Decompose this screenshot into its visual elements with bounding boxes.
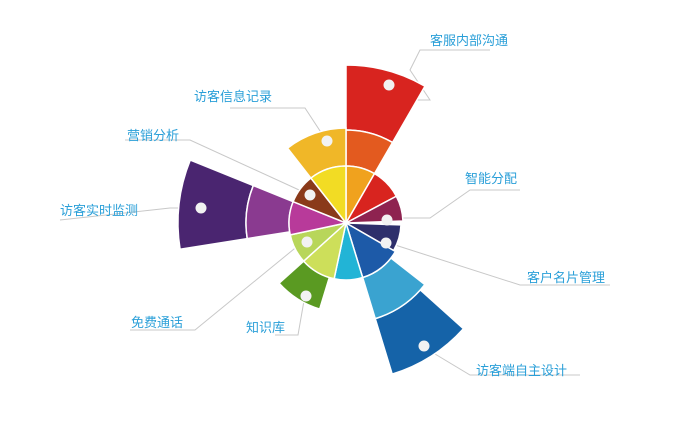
marker-dot [380,237,392,249]
label-zhishiku: 知识库 [246,321,286,336]
marker-dot [195,202,207,214]
leader-line [230,107,327,141]
label-fangkeduan: 访客端自主设计 [476,364,568,379]
label-yingxiao: 营销分析 [127,129,180,144]
marker-dot [383,79,395,91]
label-xinxi: 访客信息记录 [194,90,273,105]
label-kefu: 客服内部沟通 [430,34,509,49]
leader-line [391,243,610,286]
label-zhineng: 智能分配 [465,172,518,187]
sector-jiance-outer [177,159,255,251]
marker-dot [418,340,430,352]
marker-dot [300,290,312,302]
leader-line [275,294,306,336]
label-kehu: 客户名片管理 [527,271,606,286]
sector-xinxi-inner [309,165,347,226]
marker-dot [304,189,316,201]
marker-dot [381,214,393,226]
leader-line [125,139,311,196]
leader-line [400,189,520,219]
marker-dot [321,135,333,147]
label-mianfei: 免费通话 [131,316,184,331]
marker-dot [301,236,313,248]
label-jiance: 访客实时监测 [60,204,139,219]
leader-line [419,344,580,376]
leader-line [130,239,306,331]
sector-jiance-mid [245,184,295,240]
